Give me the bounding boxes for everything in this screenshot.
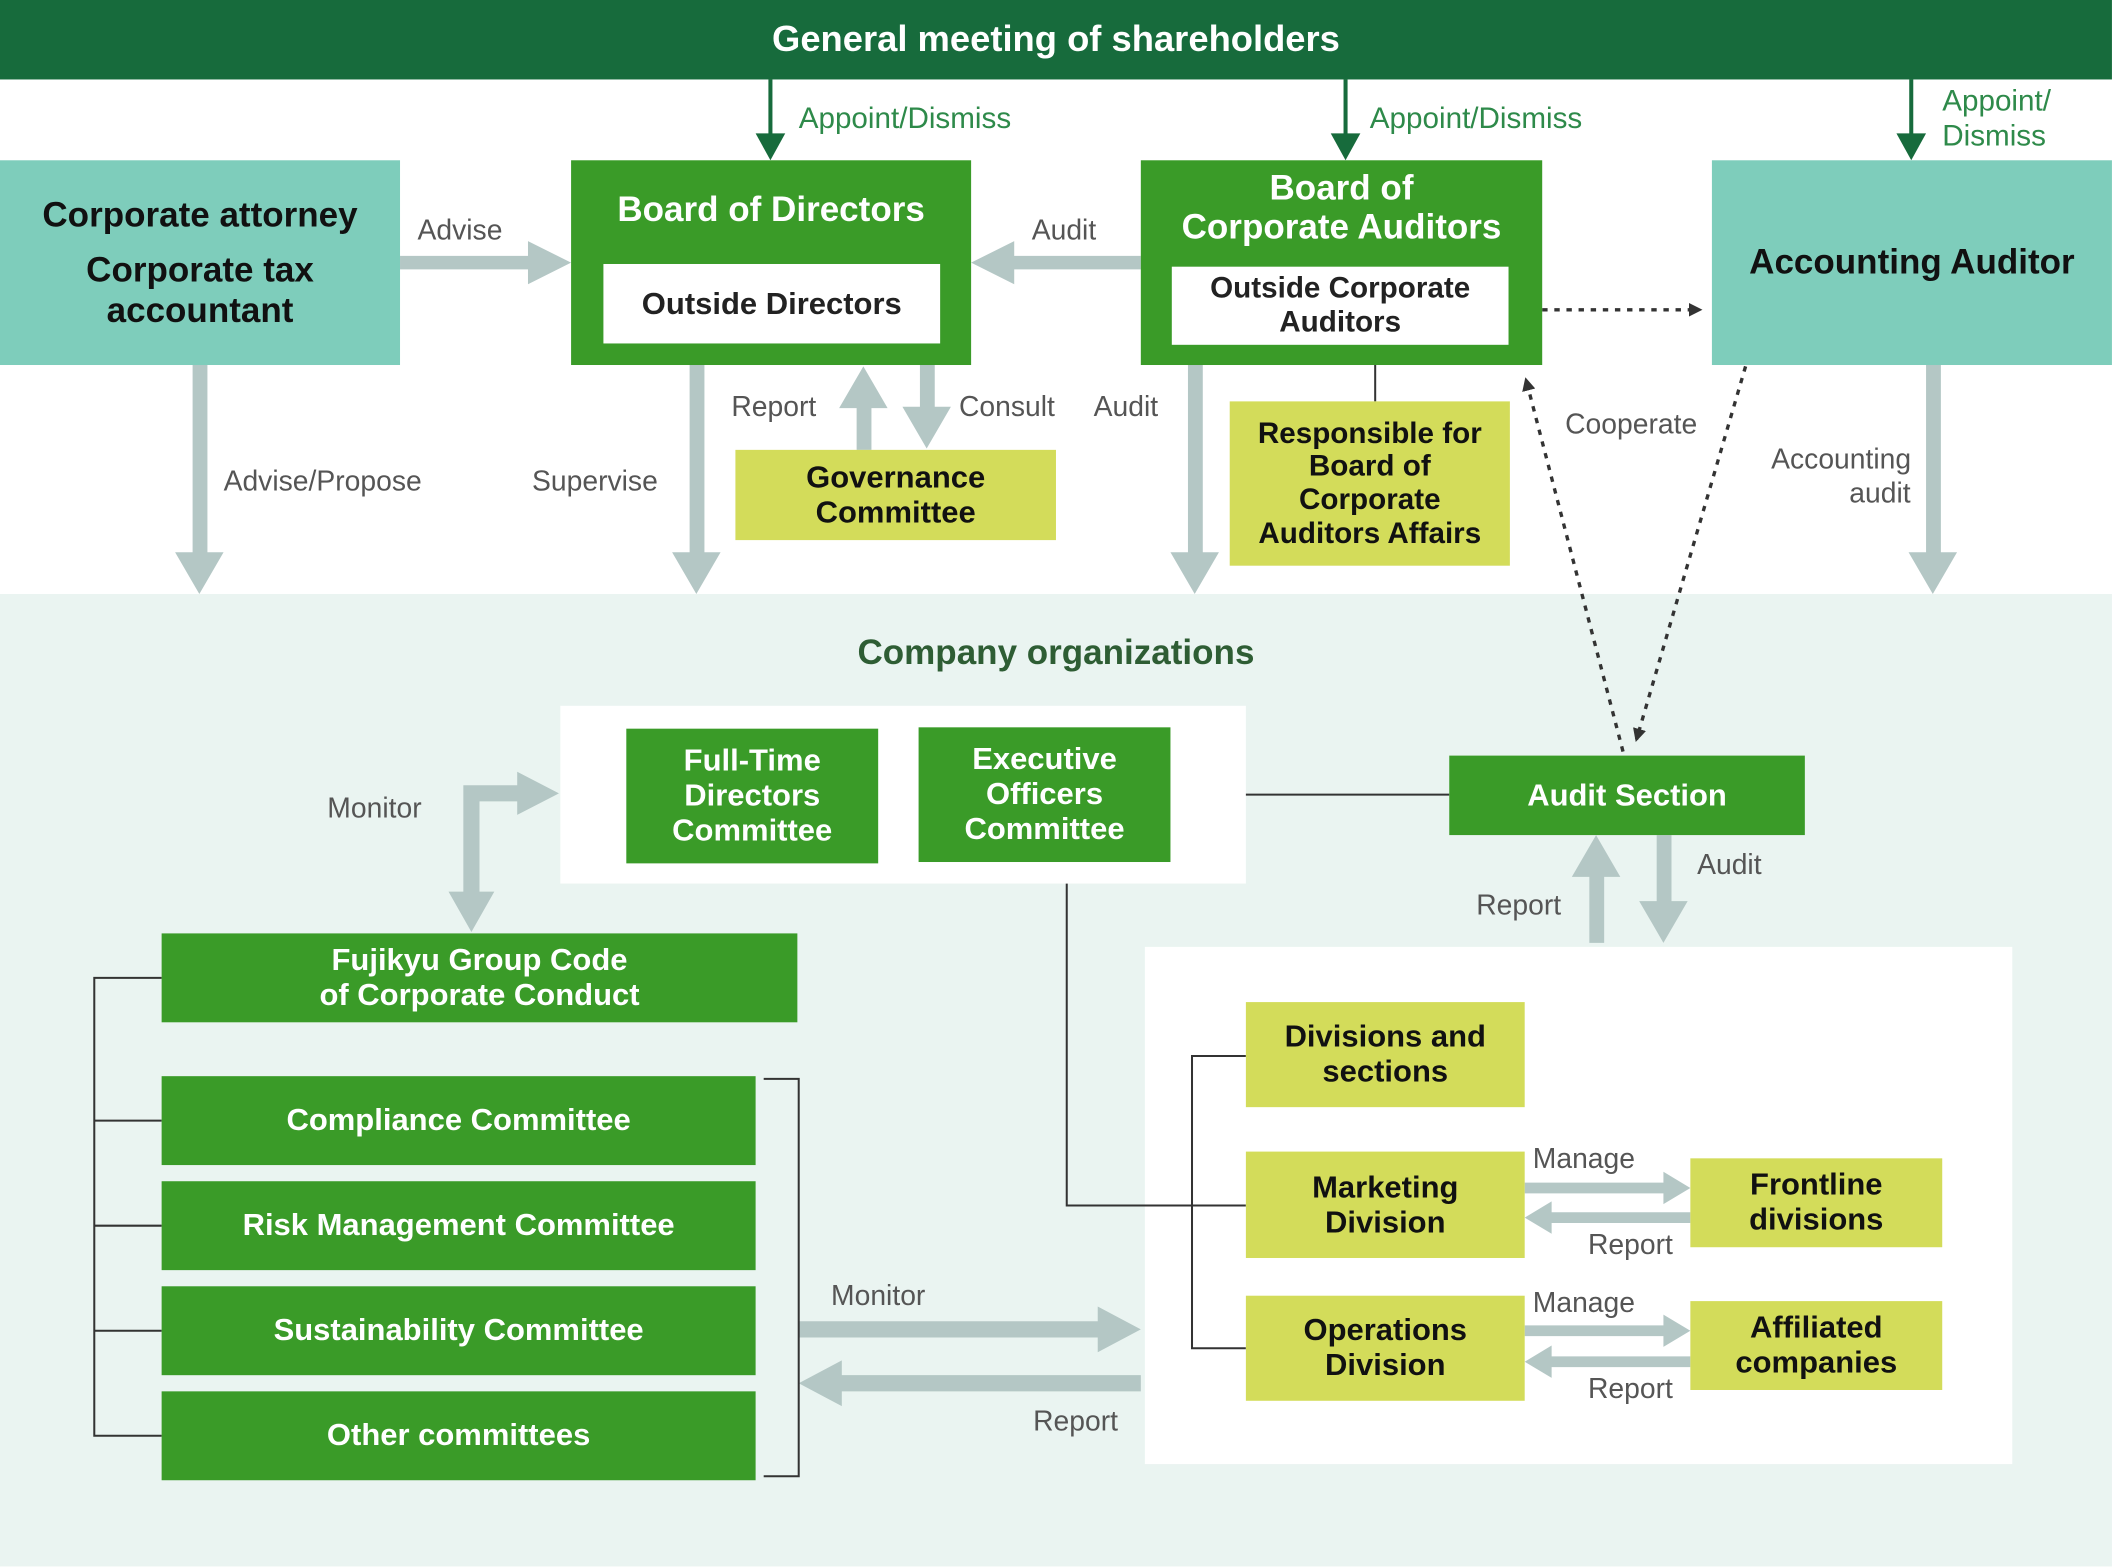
risk-management-committee-box: Risk Management Committee — [161, 1181, 756, 1271]
manage-arrow-2 — [1524, 1314, 1691, 1347]
outside-directors-box: Outside Directors — [603, 263, 941, 344]
divisions-and-sections-box: Divisions and sections — [1245, 1002, 1525, 1108]
report-bottom-arrow — [798, 1360, 1141, 1407]
manage-label-2: Manage — [1532, 1287, 1635, 1319]
other-committees-box: Other committees — [161, 1391, 756, 1481]
accounting-audit-arrow — [1908, 365, 1958, 594]
company-organizations-title: Company organizations — [857, 632, 1255, 673]
top-banner — [0, 0, 2112, 80]
cooperate-label: Cooperate — [1565, 409, 1698, 441]
dotted-accounting-to-audit — [1633, 365, 1748, 743]
governance-committee-box: Governance Committee — [735, 449, 1056, 541]
report-label-1: Report — [1587, 1229, 1673, 1261]
corporate-tax-text: Corporate tax accountant — [86, 249, 314, 330]
corporate-attorney-box: Corporate attorney Corporate tax account… — [0, 160, 401, 366]
audit-label-down: Audit — [1093, 391, 1159, 423]
sustainability-committee-box: Sustainability Committee — [161, 1286, 756, 1376]
appoint-dismiss-label-3b: Dismiss — [1942, 118, 2046, 153]
code-of-conduct-box: Fujikyu Group Code of Corporate Conduct — [161, 933, 798, 1023]
manage-label-1: Manage — [1532, 1143, 1635, 1175]
accounting-auditor-box: Accounting Auditor — [1711, 160, 2112, 366]
bca-title-line1: Board of — [1269, 167, 1414, 208]
advise-propose-label: Advise/Propose — [223, 466, 422, 498]
shareholders-meeting-title: General meeting of shareholders — [772, 19, 1340, 60]
report-arrow-2 — [1524, 1345, 1691, 1378]
advise-arrow — [400, 241, 572, 285]
audit-down-audit-arrow — [1639, 835, 1688, 943]
code-line2: of Corporate Conduct — [319, 976, 640, 1012]
board-of-directors-title: Board of Directors — [617, 188, 925, 229]
compliance-committee-box: Compliance Committee — [161, 1076, 756, 1166]
consult-down-arrow — [902, 365, 951, 449]
monitor-bottom-arrow — [798, 1306, 1141, 1353]
advise-label: Advise — [417, 215, 503, 247]
executive-officers-committee-box: Executive Officers Committee — [918, 727, 1171, 863]
monitor-bent-arrow — [448, 771, 559, 933]
board-of-corporate-auditors-title: Board of Corporate Auditors — [1181, 167, 1502, 247]
responsible-for-bca-affairs-box: Responsible for Board of Corporate Audit… — [1229, 401, 1510, 566]
full-time-directors-committee-box: Full-Time Directors Committee — [626, 728, 879, 864]
supervise-arrow — [672, 365, 721, 594]
supervise-label: Supervise — [532, 466, 658, 498]
report-label-bottom: Report — [1033, 1406, 1118, 1438]
frontline-divisions-box: Frontline divisions — [1690, 1158, 1943, 1248]
appoint-dismiss-label-1: Appoint/Dismiss — [798, 101, 1012, 135]
outside-corporate-auditors-box: Outside Corporate Auditors — [1171, 266, 1509, 345]
appoint-dismiss-label-2: Appoint/Dismiss — [1369, 101, 1583, 135]
monitor-label-top: Monitor — [327, 793, 422, 825]
bca-title-line2: Corporate Auditors — [1181, 206, 1502, 247]
operations-division-box: Operations Division — [1245, 1295, 1525, 1401]
audit-arrow-left — [971, 241, 1141, 285]
report-label-bod: Report — [731, 391, 817, 423]
marketing-division-box: Marketing Division — [1245, 1151, 1525, 1259]
code-line1: Fujikyu Group Code — [331, 941, 628, 977]
affiliated-companies-box: Affiliated companies — [1690, 1301, 1943, 1391]
report-label-2: Report — [1587, 1373, 1673, 1405]
report-label-audit: Report — [1476, 890, 1562, 922]
corporate-attorney-text: Corporate attorney — [42, 194, 358, 235]
consult-label: Consult — [958, 391, 1055, 423]
appoint-dismiss-label-3a: Appoint/ — [1942, 83, 2051, 118]
monitor-label-bottom: Monitor — [831, 1280, 926, 1312]
advise-propose-arrow — [175, 365, 224, 594]
report-up-audit-arrow — [1571, 835, 1621, 943]
report-arrow-1 — [1524, 1201, 1691, 1234]
dotted-audit-to-bca — [1522, 377, 1625, 752]
manage-arrow-1 — [1524, 1171, 1691, 1205]
audit-section-box: Audit Section — [1449, 755, 1805, 836]
accounting-audit-label-b: audit — [1849, 478, 1911, 510]
accounting-audit-label-a: Accounting — [1771, 444, 1912, 476]
report-up-arrow — [839, 366, 888, 450]
audit-label-top: Audit — [1031, 215, 1097, 247]
audit-down-arrow — [1170, 365, 1219, 594]
audit-label-audit: Audit — [1697, 849, 1762, 881]
